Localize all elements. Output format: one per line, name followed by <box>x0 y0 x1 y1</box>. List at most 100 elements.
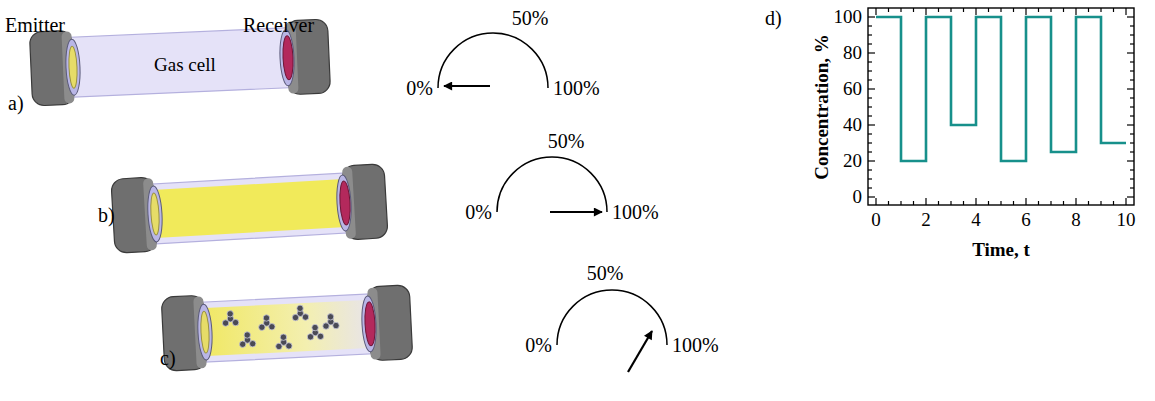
molecule <box>275 334 292 350</box>
atom <box>323 323 330 330</box>
atom <box>307 333 314 340</box>
gas-cell-tube <box>135 172 363 245</box>
y-tick-label: 40 <box>843 115 862 136</box>
y-tick <box>1127 160 1134 161</box>
receiver-ring <box>335 175 352 232</box>
molecule <box>258 314 275 330</box>
molecule <box>322 313 339 329</box>
gauge-needle <box>628 331 652 372</box>
gas-cell-tube <box>186 293 389 363</box>
chart <box>868 8 1134 205</box>
atom <box>239 341 246 348</box>
y-tick-label: 20 <box>843 151 862 172</box>
x-tick <box>975 8 976 15</box>
receiver-face <box>282 36 294 80</box>
axis-title: Concentration, % <box>812 34 833 180</box>
emitter-ring <box>146 186 163 243</box>
emitter-ring <box>197 304 214 361</box>
gas-fill <box>190 299 384 357</box>
panel-letter: a) <box>8 92 24 114</box>
molecule <box>222 310 239 326</box>
atom <box>249 340 256 347</box>
emitter-face <box>150 193 160 235</box>
x-tick-label: 10 <box>1117 210 1136 231</box>
x-tick-label: 8 <box>1071 210 1081 231</box>
molecule <box>307 324 324 340</box>
x-tick <box>1125 8 1126 15</box>
y-tick <box>1127 88 1134 89</box>
x-tick-label: 2 <box>921 210 931 231</box>
gauge <box>438 33 548 88</box>
emitter-ring <box>65 39 81 96</box>
gauge-needle <box>444 85 490 87</box>
gas-cell-label-box: Gas cell <box>150 53 220 78</box>
gas-cell-label: Gas cell <box>154 54 216 75</box>
x-tick <box>1025 8 1026 15</box>
y-tick <box>1127 16 1134 17</box>
gas-cell-figure <box>161 285 413 371</box>
molecule <box>239 331 256 347</box>
atom <box>232 319 239 326</box>
panel-letter: c) <box>160 347 176 369</box>
atom <box>244 332 251 339</box>
gauge <box>497 157 607 212</box>
gauge-scale-label: 50% <box>512 7 549 29</box>
gauge-scale-label: 100% <box>672 334 719 356</box>
gauge-scale-label: 50% <box>548 130 585 152</box>
y-tick <box>1127 52 1134 53</box>
receiver-ring <box>279 30 295 87</box>
atom <box>297 305 304 312</box>
gauge-arc <box>497 157 607 212</box>
gauge-scale-label: 50% <box>587 262 624 284</box>
receiver-face <box>364 302 376 346</box>
y-tick <box>1127 124 1134 125</box>
atom <box>280 334 287 341</box>
axis-ticks <box>868 8 1134 205</box>
atom <box>327 313 334 320</box>
molecule <box>292 305 309 321</box>
gauge-arc <box>438 33 548 88</box>
gauge-scale-label: 100% <box>553 77 600 99</box>
gauge-scale-label: 0% <box>406 77 433 99</box>
atom <box>302 314 309 321</box>
x-tick <box>875 198 876 205</box>
x-tick <box>975 198 976 205</box>
gauge-needle <box>550 211 602 213</box>
x-tick <box>925 8 926 15</box>
x-tick <box>1075 198 1076 205</box>
y-tick-label: 60 <box>843 79 862 100</box>
y-tick <box>1127 196 1134 197</box>
gas-cell-tube <box>54 27 307 98</box>
x-tick-label: 6 <box>1021 210 1031 231</box>
x-tick <box>1125 198 1126 205</box>
x-tick-label: 0 <box>871 210 881 231</box>
y-tick-label: 80 <box>843 43 862 64</box>
y-tick <box>868 160 875 161</box>
y-tick <box>868 52 875 53</box>
atom <box>227 310 234 317</box>
atom <box>276 343 283 350</box>
axis-title: Time, t <box>972 240 1030 261</box>
part-label: Emitter <box>5 14 65 36</box>
atom <box>259 324 266 331</box>
emitter-face <box>68 46 78 88</box>
concentration-line <box>876 17 1126 161</box>
gauge-arc <box>557 290 667 345</box>
y-tick <box>868 196 875 197</box>
gas-cell-figure <box>111 164 388 254</box>
y-tick-label: 0 <box>853 187 863 208</box>
emitter-face <box>200 311 210 353</box>
gauge-scale-label: 0% <box>525 334 552 356</box>
panel-letter: b) <box>98 204 115 226</box>
receiver-ring <box>361 296 378 353</box>
x-tick <box>1025 198 1026 205</box>
y-tick <box>868 88 875 89</box>
atom <box>317 333 324 340</box>
atom <box>222 320 229 327</box>
x-tick <box>1075 8 1076 15</box>
atom <box>333 322 340 329</box>
atom <box>286 343 293 350</box>
x-tick <box>925 198 926 205</box>
gauge <box>557 290 667 372</box>
